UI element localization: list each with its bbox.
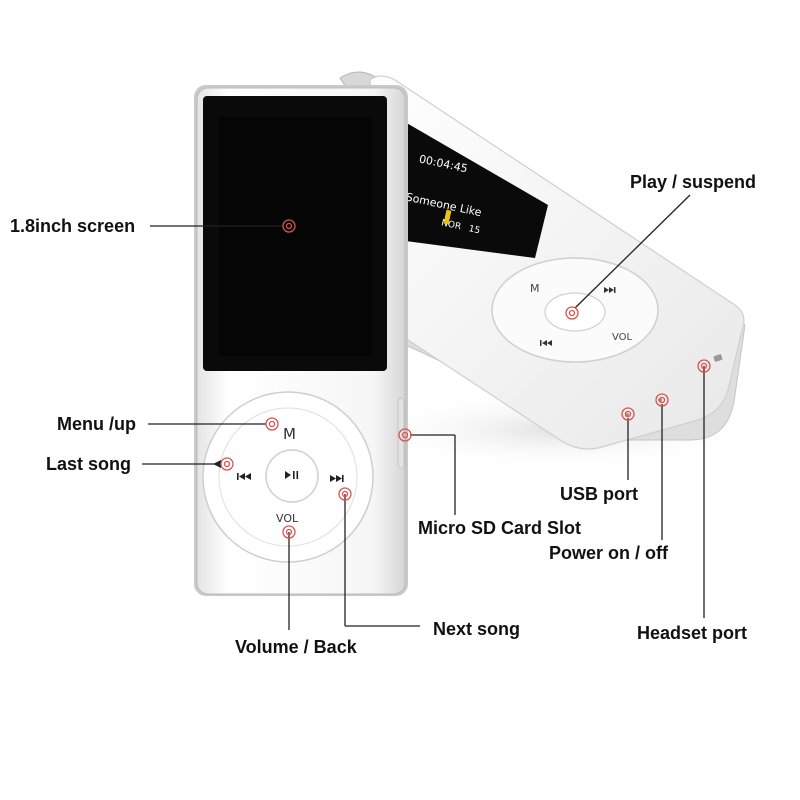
label-power: Power on / off xyxy=(549,543,668,563)
back-control-wheel: M VOL xyxy=(491,257,659,363)
label-usb-port: USB port xyxy=(560,484,638,504)
marker-play xyxy=(565,306,579,320)
marker-screen xyxy=(282,219,296,233)
marker-headset xyxy=(697,359,711,373)
vol-button-label[interactable]: VOL xyxy=(276,512,299,525)
fast-forward-icon[interactable] xyxy=(330,475,344,482)
label-volume-back: Volume / Back xyxy=(235,637,357,657)
play-pause-icon xyxy=(285,471,299,479)
label-next-song: Next song xyxy=(433,619,521,639)
back-screen-volume: 15 xyxy=(468,224,481,236)
front-device: M VOL xyxy=(194,85,408,596)
target-markers xyxy=(220,219,711,539)
label-play-suspend: Play / suspend xyxy=(630,172,757,192)
headset-port xyxy=(713,354,723,362)
marker-volume xyxy=(282,525,296,539)
front-screen xyxy=(219,117,372,356)
back-device: 00:04:45 Someone Like NOR 15 M VOL xyxy=(339,71,760,470)
label-headset: Headset port xyxy=(637,623,748,643)
label-last-song: Last song xyxy=(46,454,132,474)
label-micro-sd: Micro SD Card Slot xyxy=(418,518,582,538)
rewind-icon[interactable] xyxy=(237,473,251,480)
front-control-wheel: M VOL xyxy=(202,391,374,563)
menu-button-label[interactable]: M xyxy=(283,425,296,443)
marker-last-song xyxy=(220,457,234,471)
marker-menu xyxy=(265,417,279,431)
marker-sd-slot xyxy=(398,428,412,442)
label-screen: 1.8inch screen xyxy=(10,216,136,236)
play-pause-button[interactable] xyxy=(265,449,319,503)
back-wheel-vol: VOL xyxy=(612,332,633,343)
marker-next-song xyxy=(338,487,352,501)
back-screen xyxy=(398,118,548,258)
last-song-arrowhead xyxy=(213,460,221,468)
back-rewind-icon xyxy=(540,340,552,346)
marker-usb xyxy=(621,407,635,421)
callout-lines xyxy=(142,194,705,630)
back-fast-forward-icon xyxy=(604,287,616,293)
back-wheel-m: M xyxy=(530,282,540,295)
marker-power xyxy=(655,393,669,407)
label-menu-up: Menu /up xyxy=(57,414,136,434)
